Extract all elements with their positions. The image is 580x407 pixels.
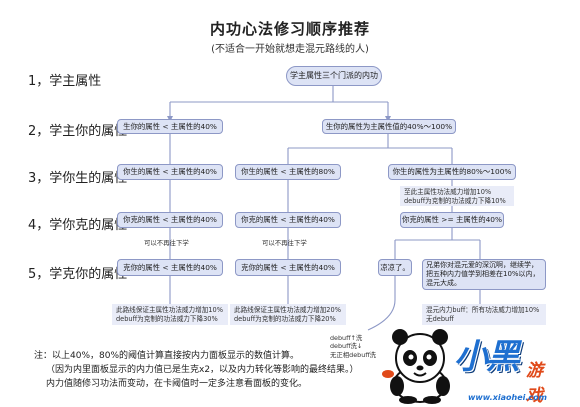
footer-note-2: （因为内里面板显示的内力值已是生克x2，以及内力转化等影响的最终结果。） xyxy=(46,365,359,375)
node-level4-c: 你克的属性 >= 主属性的40% xyxy=(400,212,504,228)
brand-url: www.xiaohei.com xyxy=(468,393,547,402)
debuff-note: debuff↑洗 debuff洗↓ 无正相debuff洗 xyxy=(330,334,377,359)
note-level5-b: 此路线保证主属性功法威力增加20% debuff为克制的功法威力下降20% xyxy=(230,304,346,325)
panda-mascot-icon xyxy=(382,329,450,404)
node-level5-d: 兄弟你对混元爱的深沉啊，继续学，把五种内力值学到相差在10%以内，混元大成。 xyxy=(422,259,546,290)
note-level5-d: 混元内力buff：所有功法威力增加10% 无debuff xyxy=(422,304,546,325)
node-level3-c: 你生的属性为主属性的80%～100% xyxy=(388,164,516,180)
level-label-1: 1，学主属性 xyxy=(28,74,102,89)
node-level3-a: 你生的属性 < 主属性的40% xyxy=(117,164,223,180)
page-title: 内功心法修习顺序推荐 xyxy=(209,20,370,38)
skip-note-b: 可以不再往下学 xyxy=(262,239,307,247)
level-label-3: 3，学你生的属性 xyxy=(28,171,128,186)
note-level5-a: 此路线保证主属性功法威力增加10% debuff为克制的功法威力下降30% xyxy=(112,304,228,325)
node-level5-c: 凉凉了。 xyxy=(378,259,412,276)
footer-note-1: 注：以上40%，80%的阈值计算直接按内力面板显示的数值计算。 xyxy=(34,351,300,361)
footer-note-3: 内力值随修习功法而变动，在卡阈值时一定多注意看面板的变化。 xyxy=(46,379,308,389)
level-label-5: 5，学克你的属性 xyxy=(28,267,128,282)
page-subtitle: (不适合一开始就想走混元路线的人) xyxy=(211,44,369,55)
node-level5-a: 克你的属性 < 主属性的40% xyxy=(117,259,223,276)
node-level4-a: 你克的属性 < 主属性的40% xyxy=(117,212,223,228)
node-level4-b: 你克的属性 < 主属性的40% xyxy=(235,212,341,228)
node-level2-right: 生你的属性为主属性值的40%～100% xyxy=(322,119,456,134)
node-level3-b: 你生的属性 < 主属性的80% xyxy=(235,164,341,180)
brand-logo-subtext: 游戏 xyxy=(526,361,543,406)
brand-logo-text: 小黑 xyxy=(454,337,520,377)
level-label-4: 4，学你克的属性 xyxy=(28,218,128,233)
node-root: 学主属性三个门派的内功 xyxy=(286,66,382,86)
note-level3-c: 至此主属性功法威力增加10% debuff为克制的功法威力下降10% xyxy=(400,186,514,206)
node-level2-left: 生你的属性 < 主属性的40% xyxy=(117,119,223,134)
skip-note-a: 可以不再往下学 xyxy=(144,239,189,247)
level-label-2: 2，学主你的属性 xyxy=(28,124,128,139)
node-level5-b: 克你的属性 < 主属性的40% xyxy=(235,259,341,276)
brand-watermark: 小黑 游戏 xyxy=(454,337,543,406)
